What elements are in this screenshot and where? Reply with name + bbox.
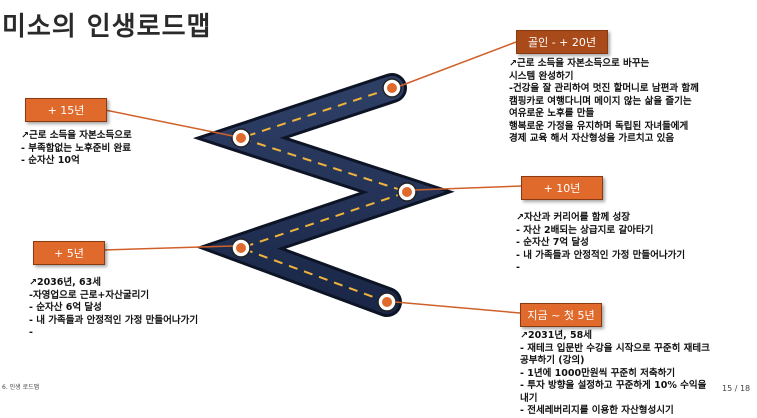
badge-gol: 골인 - + 20년: [516, 30, 608, 54]
note-line: 캠핑카로 여행다니며 메이지 않는 삶을 즐기는: [509, 95, 692, 107]
note-line: ↗근로 소득을 자본소득으로 바꾸는: [509, 58, 650, 69]
note-now: ↗2031년, 58세 - 재테크 입문반 수강을 시작으로 꾸준히 재테크 공…: [520, 330, 710, 418]
note-line: 경제 교육 해서 자산형성을 가르치고 있음: [509, 133, 675, 144]
note-line: - 부족함없는 노후준비 완료: [21, 142, 132, 154]
note-line: - 자산 2배되는 상급지로 갈아타기: [516, 224, 654, 236]
page-title: 미소의 인생로드맵: [2, 12, 212, 42]
note-line: - 1년에 1000만원씩 꾸준히 저축하기: [520, 367, 676, 379]
note-gol: ↗근로 소득을 자본소득으로 바꾸는 시스템 완성하기 -건강을 잘 관리하여 …: [509, 58, 699, 146]
milestone-marker-gol: [382, 78, 402, 98]
note-line: ↗자산과 커리어를 함께 성장: [516, 212, 631, 223]
badge-15: + 15년: [25, 98, 107, 122]
milestone-marker-15: [231, 128, 251, 148]
note-line: -건강을 잘 관리하여 멋진 할머니로 남편과 함께: [509, 83, 699, 94]
note-line: - 순자산 10억: [21, 155, 80, 166]
badge-5: + 5년: [33, 241, 105, 265]
note-line: - 내 가족들과 안정적인 가정 만들어나가기: [516, 249, 686, 261]
milestone-marker-now: [377, 292, 397, 312]
note-5: ↗2036년, 63세 -자영업으로 근로+자산굴리기 - 순자산 6억 달성 …: [29, 277, 198, 340]
page-number: 15 / 18: [722, 384, 751, 393]
milestone-marker-10: [397, 182, 417, 202]
badge-now: 지금 ~ 첫 5년: [520, 303, 602, 327]
badge-10: + 10년: [521, 176, 603, 200]
note-line: -자영업으로 근로+자산굴리기: [29, 289, 150, 301]
note-15: ↗근로 소득을 자본소득으로 - 부족함없는 노후준비 완료 - 순자산 10억: [21, 130, 132, 168]
note-line: 공부하기 (강의): [520, 355, 585, 366]
note-line: - 전세레버리지를 이용한 자산형성시기: [520, 405, 674, 416]
note-10: ↗자산과 커리어를 함께 성장 - 자산 2배되는 상급지로 갈아타기 - 순자…: [516, 212, 685, 275]
milestone-marker-5: [231, 238, 251, 258]
note-line: - 순자산 7억 달성: [516, 237, 589, 248]
note-line: -: [516, 262, 520, 273]
note-line: 행복로운 가정을 유지하며 독립된 자녀들에게: [509, 120, 689, 132]
note-line: -: [29, 327, 33, 338]
note-line: 여유로운 노후를 만들: [509, 108, 595, 119]
note-line: - 순자산 6억 달성: [29, 302, 102, 313]
note-line: - 재테크 입문반 수강을 시작으로 꾸준히 재테크: [520, 342, 710, 354]
note-line: 내기: [520, 392, 538, 404]
footer-label: 6. 인생 로드맵: [2, 384, 40, 391]
note-line: 시스템 완성하기: [509, 70, 574, 82]
note-line: ↗2031년, 58세: [520, 330, 593, 341]
note-line: - 내 가족들과 안정적인 가정 만들어나가기: [29, 314, 199, 326]
note-line: - 투자 방향을 설정하고 꾸준하게 10% 수익을: [520, 380, 707, 391]
note-line: ↗2036년, 63세: [29, 277, 102, 288]
note-line: ↗근로 소득을 자본소득으로: [21, 130, 132, 141]
